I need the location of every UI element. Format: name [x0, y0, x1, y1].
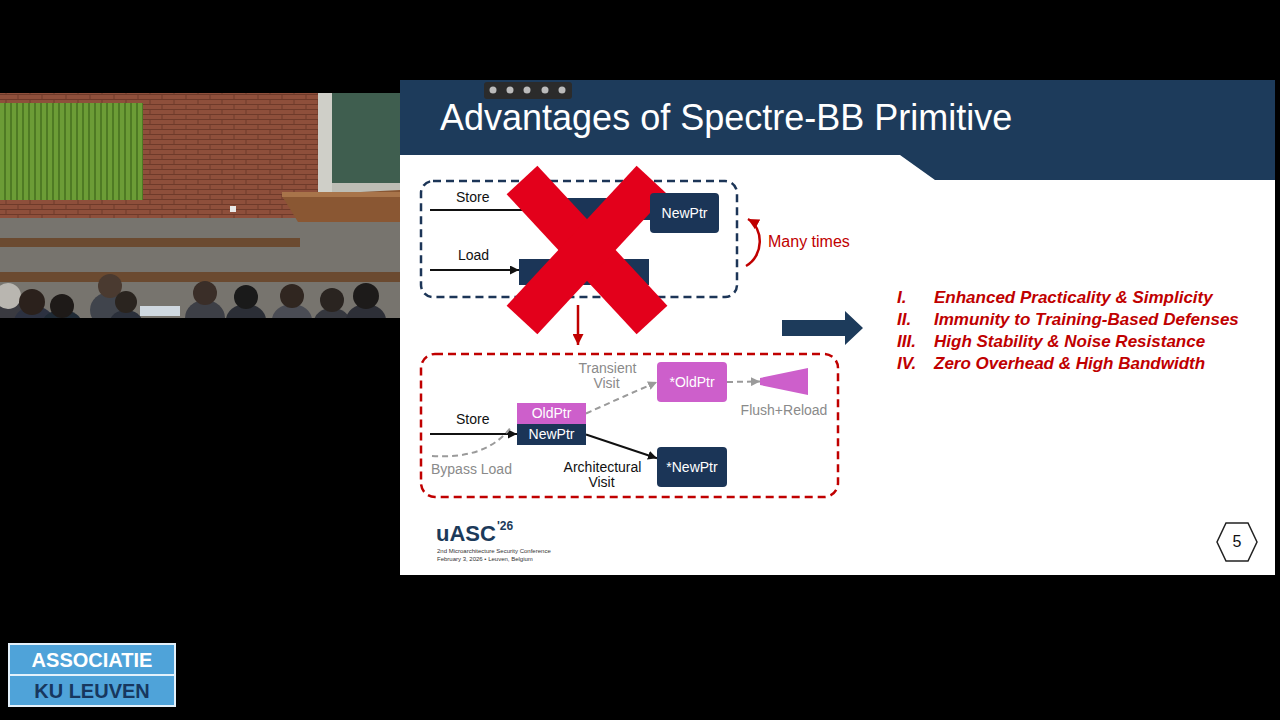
photo-ground — [0, 93, 400, 318]
list-number: III. — [897, 332, 916, 352]
pointer-target-box: *OldPtr — [657, 362, 727, 402]
result-arrow — [782, 311, 863, 345]
toolbar — [484, 82, 572, 99]
person — [234, 285, 258, 309]
blackboard — [332, 93, 400, 183]
pointer-name: OldPtr — [532, 405, 572, 422]
pointer-target-box: *NewPtr — [657, 447, 727, 487]
cross-out-mark — [522, 180, 652, 320]
signal-label: Store — [456, 411, 489, 428]
person — [193, 281, 217, 305]
transition-arrow — [577, 305, 580, 345]
list-number: I. — [897, 288, 906, 308]
toolbar-icon — [559, 87, 566, 94]
list-item: High Stability & Noise Resistance — [934, 332, 1205, 352]
toolbar-icon — [490, 87, 497, 94]
pointer-name: NewPtr — [529, 426, 575, 443]
connector — [727, 381, 760, 384]
bench — [0, 272, 400, 282]
page-number-text: 5 — [1233, 532, 1242, 551]
toolbar-icon — [524, 87, 531, 94]
conference-info: 2nd Microarchitecture Security Conferenc… — [437, 548, 551, 555]
list-number: IV. — [897, 354, 916, 374]
signal-label: Load — [458, 247, 489, 264]
store-arrow — [430, 433, 517, 435]
probe-label: Flush+Reload — [741, 402, 828, 419]
floor — [0, 218, 400, 318]
video-toolbar — [484, 82, 572, 99]
repeat-arrow — [746, 219, 760, 266]
brick-wall — [0, 93, 320, 221]
signal-label: Bypass Load — [431, 461, 512, 478]
toolbar-icon — [507, 87, 514, 94]
person — [353, 283, 379, 309]
slide-background — [400, 80, 1275, 575]
connector-label-text: Transient Visit — [578, 360, 637, 391]
person — [320, 288, 344, 312]
bench — [0, 238, 300, 247]
pointer-box: NewPtr — [650, 193, 719, 233]
person — [115, 291, 137, 313]
pointer-box: NewPtr — [517, 424, 586, 445]
old-pointer-box: OldPtr — [517, 403, 586, 424]
desk-top — [282, 192, 400, 197]
annotation: Many times — [768, 232, 850, 251]
load-arrow — [430, 269, 519, 271]
toolbar-icon — [542, 87, 549, 94]
laptop — [140, 306, 180, 316]
flush-reload-probe: Flush+Reload — [760, 368, 808, 395]
pointer-name: *NewPtr — [666, 459, 717, 476]
list-number: II. — [897, 310, 911, 330]
connector-label: Architectural Visit — [554, 460, 650, 491]
lecture-hall-photo — [0, 93, 400, 318]
signal-label: Store — [456, 189, 489, 206]
logo-text: KU LEUVEN — [10, 674, 174, 705]
pointer-name: *OldPtr — [669, 374, 714, 391]
list-item: Immunity to Training-Based Defenses — [934, 310, 1239, 330]
hexagon-shape — [1217, 523, 1257, 561]
connector-label: Transient Visit — [572, 361, 642, 392]
person — [50, 294, 74, 318]
person — [280, 284, 304, 308]
connector-label-text: Architectural Visit — [563, 459, 642, 490]
list-item: Zero Overhead & High Bandwidth — [934, 354, 1205, 374]
page-number: 5 — [1216, 522, 1258, 562]
pointer-name: NewPtr — [662, 205, 708, 222]
new-scheme-frame — [421, 354, 838, 497]
list-item: Enhanced Practicality & Simplicity — [934, 288, 1213, 308]
lecture-desk — [282, 190, 400, 222]
university-logo: ASSOCIATIEKU LEUVEN — [8, 643, 176, 707]
probe-shape — [760, 368, 808, 395]
person — [19, 289, 45, 315]
connector — [586, 435, 657, 459]
person — [0, 283, 21, 309]
radiator — [0, 103, 143, 200]
socket — [230, 206, 236, 212]
probe-shape — [760, 368, 808, 395]
slide-title: Advantages of Spectre-BB Primitive — [440, 96, 1012, 139]
conference-info: February 3, 2026 • Leuven, Belgium — [437, 556, 533, 563]
conference-logo: '26 — [497, 519, 513, 533]
header-band — [400, 80, 1275, 180]
cross-out-mark — [522, 180, 652, 320]
bypass-load-line — [432, 426, 512, 456]
conference-logo: uASC — [436, 521, 496, 547]
logo-text: ASSOCIATIE — [10, 645, 174, 674]
